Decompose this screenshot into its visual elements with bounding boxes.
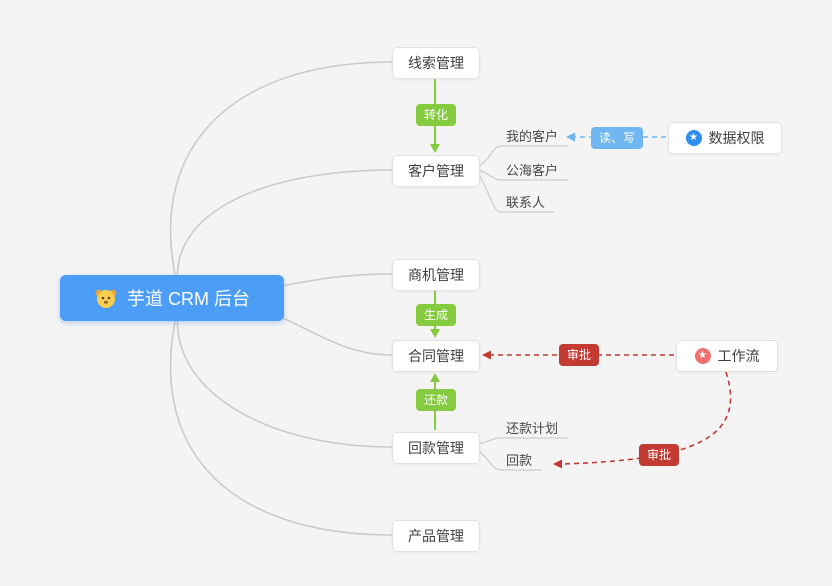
node-workflow[interactable]: ★ 工作流 (676, 340, 778, 372)
node-customer-management[interactable]: 客户管理 (392, 155, 480, 187)
node-label: 商机管理 (408, 267, 464, 283)
edge-label-repay[interactable]: 还款 (416, 389, 457, 411)
edge-label-convert[interactable]: 转化 (416, 104, 457, 126)
node-label: 线索管理 (408, 55, 464, 71)
node-data-permission[interactable]: ★ 数据权限 (668, 122, 782, 154)
child-my-customers[interactable]: 我的客户 (506, 129, 559, 144)
edge-label-read-write[interactable]: 读、写 (591, 127, 644, 149)
node-label: 工作流 (717, 348, 760, 364)
star-icon: ★ (685, 130, 702, 146)
child-public-sea-customers[interactable]: 公海客户 (506, 163, 559, 178)
edge-label-approve-contract[interactable]: 审批 (559, 344, 600, 366)
node-lead-management[interactable]: 线索管理 (392, 47, 480, 79)
edge-label-generate[interactable]: 生成 (416, 304, 457, 326)
node-receivable-management[interactable]: 回款管理 (392, 432, 480, 464)
node-opportunity-management[interactable]: 商机管理 (392, 259, 480, 291)
node-label: 产品管理 (408, 528, 464, 544)
child-receivable[interactable]: 回款 (506, 453, 533, 468)
node-contract-management[interactable]: 合同管理 (392, 340, 480, 372)
node-label: 客户管理 (408, 163, 464, 179)
node-label: 回款管理 (408, 440, 464, 456)
root-node-label: 芋道 CRM 后台 (127, 289, 250, 309)
edge-label-approve-receivable[interactable]: 审批 (639, 444, 680, 466)
child-repayment-plan[interactable]: 还款计划 (506, 421, 559, 436)
dog-icon (95, 289, 117, 308)
star-icon: ★ (694, 348, 711, 364)
root-node-crm-backend[interactable]: 芋道 CRM 后台 (60, 275, 284, 321)
node-product-management[interactable]: 产品管理 (392, 520, 480, 552)
node-label: 合同管理 (408, 348, 464, 364)
child-contacts[interactable]: 联系人 (506, 195, 546, 210)
node-label: 数据权限 (708, 130, 765, 146)
